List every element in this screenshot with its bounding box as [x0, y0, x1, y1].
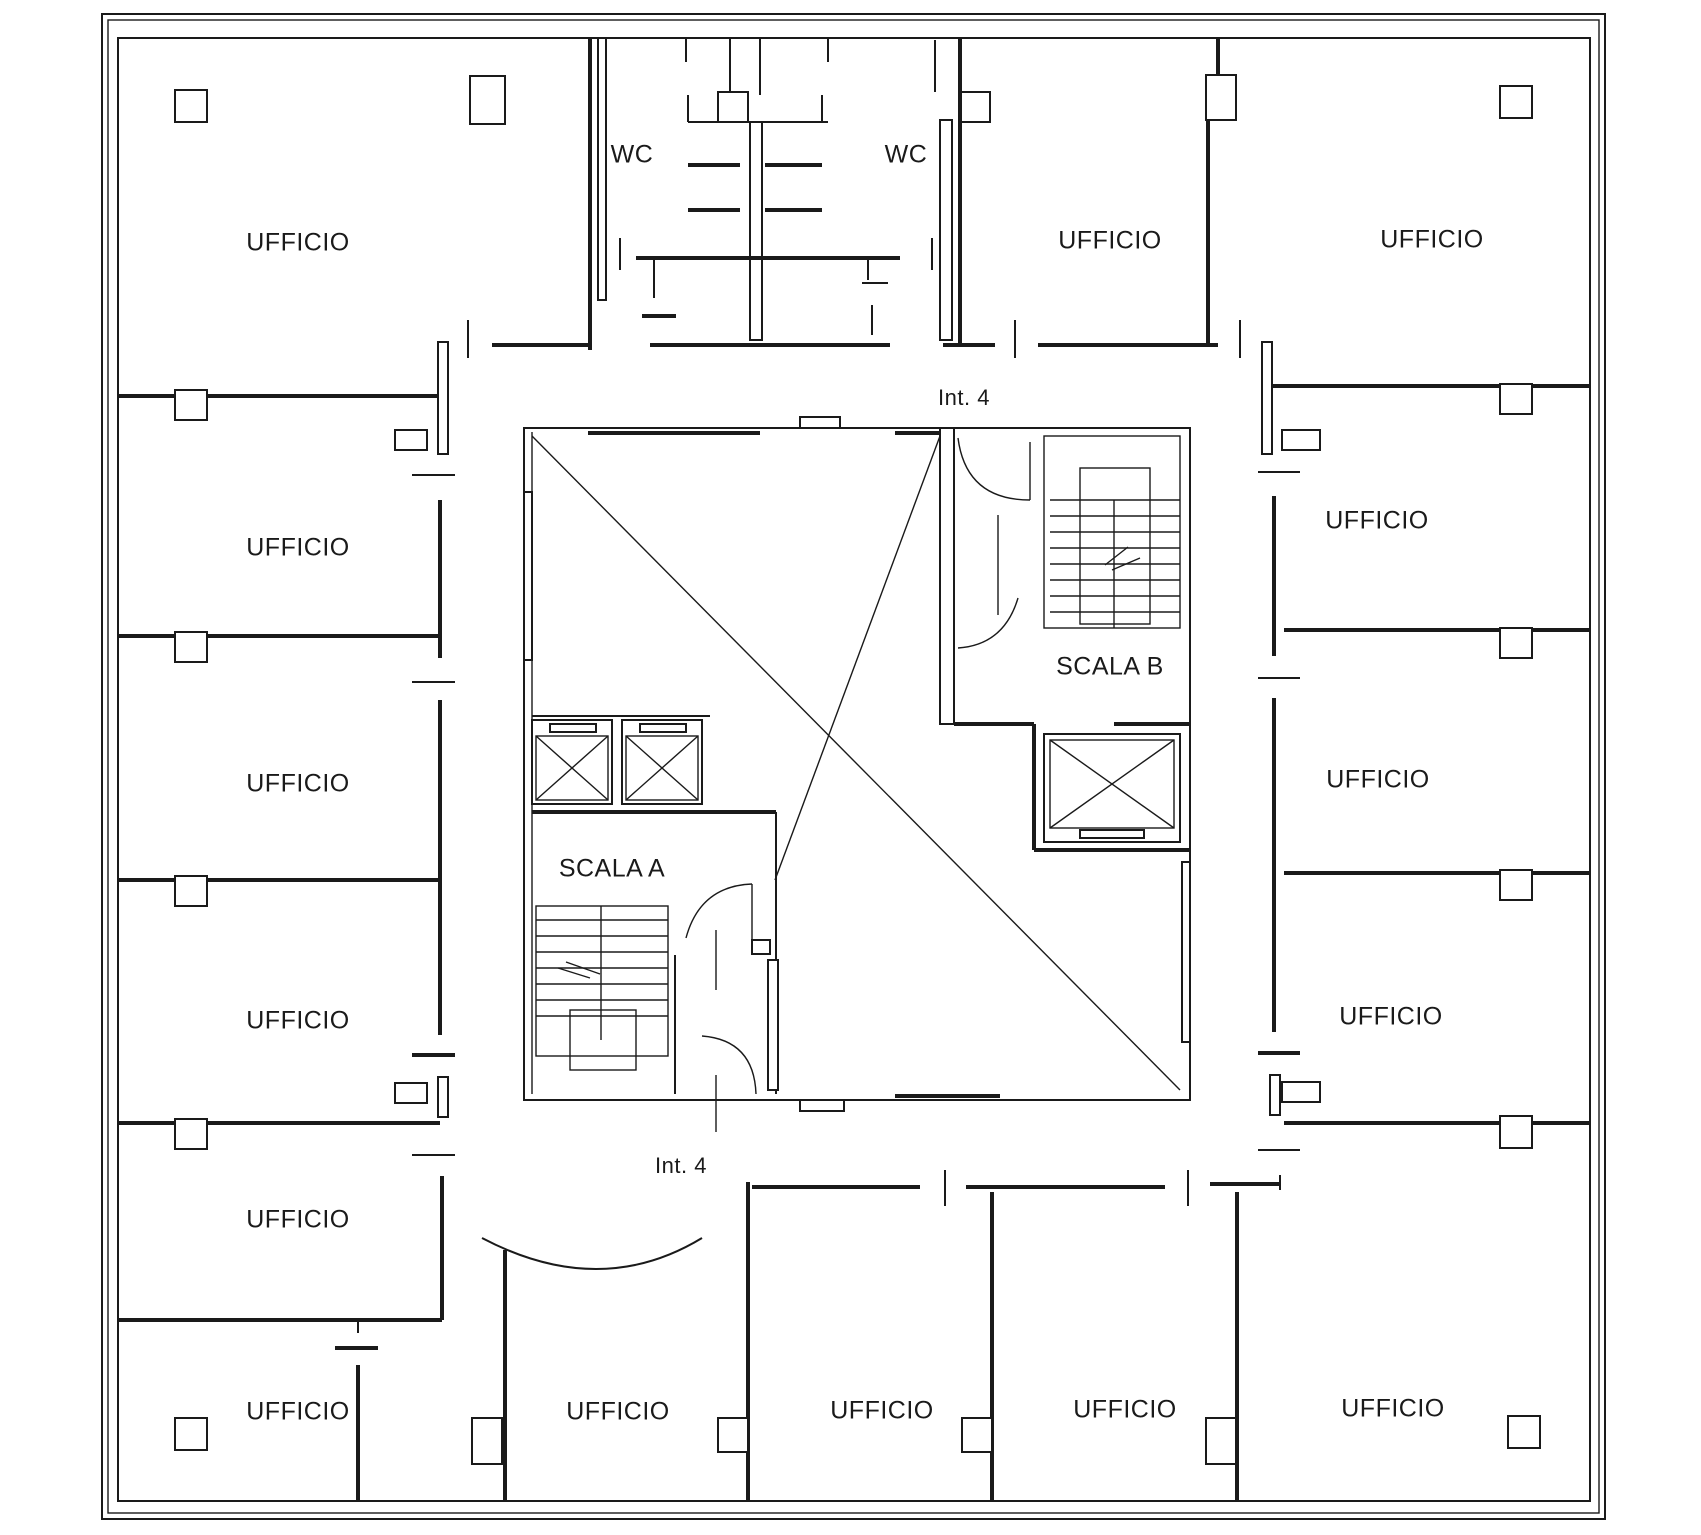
room-label: UFFICIO — [246, 534, 350, 562]
stair-b-label: SCALA B — [1056, 653, 1164, 681]
room-label: UFFICIO — [1325, 507, 1429, 535]
room-label: UFFICIO — [1339, 1003, 1443, 1031]
entrance-top-label: Int. 4 — [938, 385, 990, 410]
stair-a-label: SCALA A — [559, 855, 665, 883]
bottom-partitions — [481, 1170, 1281, 1501]
room-label: UFFICIO — [566, 1398, 670, 1426]
room-label: UFFICIO — [246, 770, 350, 798]
room-label: UFFICIO — [1058, 227, 1162, 255]
room-label: UFFICIO — [830, 1397, 934, 1425]
room-label: UFFICIO — [1326, 766, 1430, 794]
right-partitions — [1258, 341, 1590, 1151]
room-label: UFFICIO — [1380, 226, 1484, 254]
central-core — [523, 416, 1191, 1132]
top-partitions — [467, 37, 1241, 358]
room-label: UFFICIO — [246, 1007, 350, 1035]
room-label: UFFICIO — [1341, 1395, 1445, 1423]
room-label: UFFICIO — [246, 1206, 350, 1234]
outer-wall — [101, 13, 1606, 1520]
room-labels: UFFICIO UFFICIO UFFICIO UFFICIO UFFICIO … — [246, 141, 1484, 1426]
room-label: UFFICIO — [1073, 1396, 1177, 1424]
entrance-bottom-label: Int. 4 — [655, 1153, 707, 1178]
room-label: UFFICIO — [246, 229, 350, 257]
room-label: UFFICIO — [246, 1398, 350, 1426]
wc-label-right: WC — [885, 141, 928, 169]
structural-columns — [174, 75, 1541, 1465]
wc-label-left: WC — [611, 141, 654, 169]
left-partitions — [118, 341, 455, 1501]
